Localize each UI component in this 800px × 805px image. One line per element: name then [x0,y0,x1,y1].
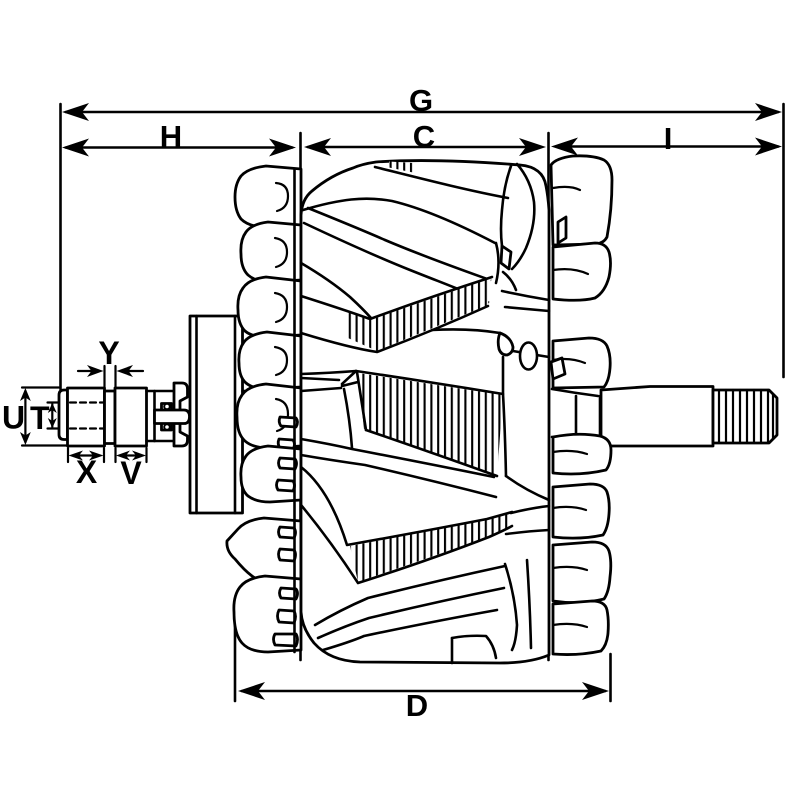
svg-text:T: T [30,400,50,436]
svg-text:X: X [76,454,98,490]
svg-text:U: U [2,400,25,436]
svg-text:H: H [160,119,182,154]
svg-text:Y: Y [98,335,119,371]
svg-text:V: V [120,455,142,491]
svg-text:C: C [413,119,435,154]
svg-text:G: G [409,83,433,118]
svg-text:I: I [664,121,673,156]
svg-text:D: D [406,688,428,723]
